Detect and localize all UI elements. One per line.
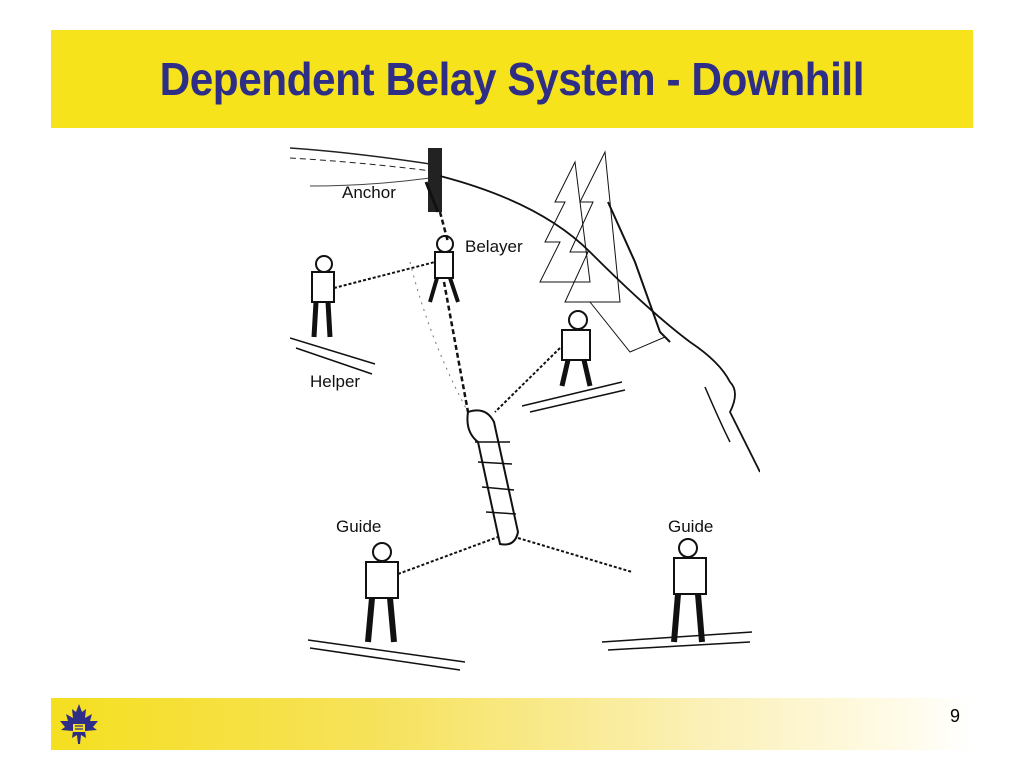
footer-band	[51, 698, 973, 750]
belay-drawing: Anchor Belayer Helper Guide Guide	[290, 147, 760, 671]
slide-title: Dependent Belay System - Downhill	[159, 53, 865, 105]
helper-figure	[290, 255, 376, 375]
label-belayer: Belayer	[465, 237, 523, 256]
title-band: Dependent Belay System - Downhill	[51, 30, 973, 128]
left-guide-figure	[307, 542, 466, 671]
trees	[539, 150, 671, 353]
right-skier-figure	[521, 310, 626, 413]
label-guide-left: Guide	[336, 517, 381, 536]
belay-illustration: Anchor Belayer Helper Guide Guide	[290, 142, 760, 690]
page-number: 9	[949, 706, 960, 726]
label-guide-right: Guide	[668, 517, 713, 536]
right-guide-figure	[601, 538, 753, 651]
label-anchor: Anchor	[342, 183, 396, 202]
belayer-figure	[428, 235, 460, 303]
toboggan	[466, 409, 520, 546]
maple-leaf-icon	[55, 700, 103, 748]
label-helper: Helper	[310, 372, 360, 391]
